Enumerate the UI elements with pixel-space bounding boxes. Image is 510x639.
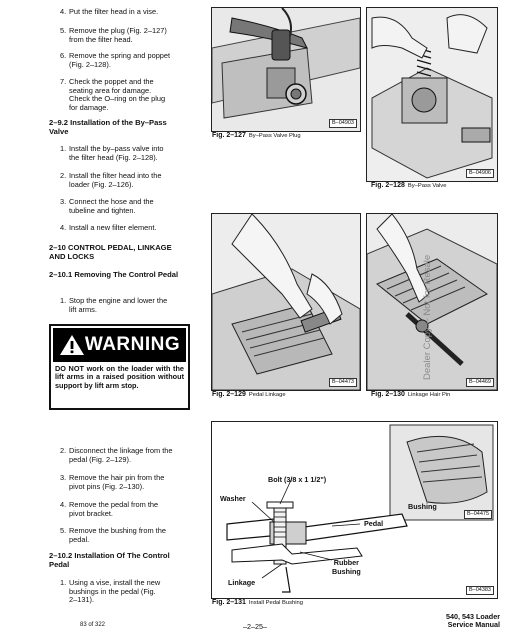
step-stop-engine: 1. Stop the engine and lower the lift ar…	[60, 296, 168, 314]
page-count: 83 of 322	[80, 622, 106, 628]
figure-2-131-image: Bolt (3/8 x 1 1/2") Washer Pedal Bushing…	[211, 421, 498, 599]
callout-linkage: Linkage	[228, 578, 256, 587]
figure-2-128-image: B–04906	[366, 7, 498, 182]
step-install-bushings: 1. Using a vise, install the new bushing…	[60, 578, 161, 605]
figure-2-127-image: B–04903	[211, 7, 361, 132]
step-put-filter-head: 4. Put the filter head in a vise.	[60, 7, 159, 16]
page-number: –2–25–	[243, 622, 267, 631]
figure-2-129-image: B–04473	[211, 213, 361, 391]
figure-2-127-id: B–04903	[328, 119, 357, 128]
callout-washer: Washer	[220, 494, 246, 503]
figure-2-130-id: B–04469	[465, 378, 494, 387]
figure-2-130-image: B–04469	[366, 213, 498, 391]
heading-bypass-installation: 2–9.2 Installation of the By–Pass Valve	[49, 118, 167, 136]
figure-2-131-id: B–04383	[465, 586, 494, 595]
step-remove-pedal: 4. Remove the pedal from the pivot brack…	[60, 500, 159, 518]
step-remove-hair-pin: 3. Remove the hair pin from the pivot pi…	[60, 473, 165, 491]
step-install-bypass-valve: 1. Install the by–pass valve into the fi…	[60, 144, 164, 162]
callout-pedal: Pedal	[364, 519, 384, 528]
figure-2-128-id: B–04906	[465, 169, 494, 178]
warning-text: DO NOT work on the loader with the lift …	[55, 364, 184, 390]
step-check-poppet: 7. Check the poppet and the seating area…	[60, 77, 166, 112]
step-install-filter-head: 2. Install the filter head into the load…	[60, 171, 162, 189]
heading-installation-pedal: 2–10.2 Installation Of The Control Pedal	[49, 551, 170, 569]
heading-removing-pedal: 2–10.1 Removing The Control Pedal	[49, 270, 179, 279]
step-connect-hose: 3. Connect the hose and the tubeline and…	[60, 197, 154, 215]
step-remove-plug: 5. Remove the plug (Fig. 2–127) from the…	[60, 26, 167, 44]
step-remove-spring: 6. Remove the spring and poppet (Fig. 2–…	[60, 51, 171, 69]
warning-title: WARNING	[84, 334, 181, 355]
callout-bushing: Bushing	[408, 502, 437, 511]
step-disconnect-linkage: 2. Disconnect the linkage from the pedal…	[60, 446, 173, 464]
step-remove-bushing: 5. Remove the bushing from the pedal.	[60, 526, 166, 544]
warning-header: WARNING	[53, 328, 186, 362]
watermark: Dealer Copy -- Not for Resale	[422, 254, 433, 380]
step-install-filter-element: 4. Install a new filter element.	[60, 223, 157, 232]
warning-box: WARNING DO NOT work on the loader with t…	[49, 324, 190, 410]
heading-control-pedal: 2–10 CONTROL PEDAL, LINKAGE AND LOCKS	[49, 243, 172, 261]
callout-bolt: Bolt (3/8 x 1 1/2")	[268, 475, 327, 484]
figure-2-131-inset-id: B–04475	[464, 510, 493, 519]
figure-2-129-id: B–04473	[328, 378, 357, 387]
callout-rubber-bushing: Rubber Bushing	[332, 558, 361, 576]
warning-triangle-icon	[59, 335, 84, 355]
footer-model: 540, 543 Loader Service Manual	[446, 612, 500, 630]
